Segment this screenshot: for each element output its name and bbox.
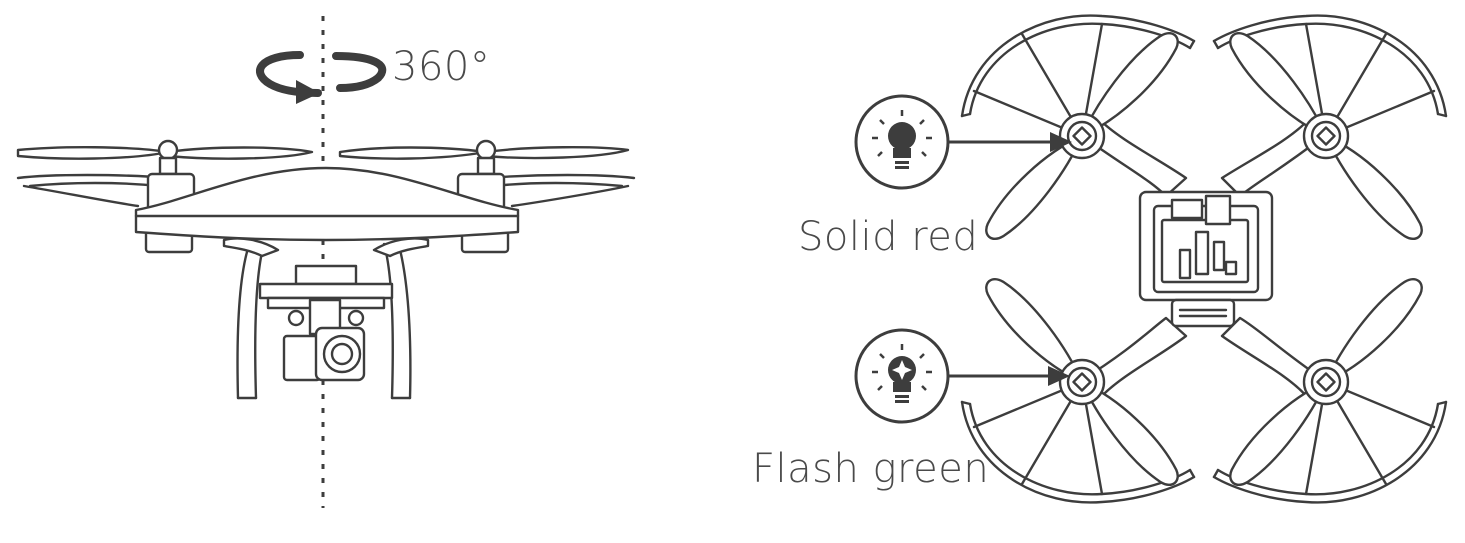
solid-light-icon xyxy=(854,94,950,190)
solid-red-label: Solid red xyxy=(798,214,979,260)
rotation-label: 360° xyxy=(392,44,491,90)
flash-light-icon xyxy=(854,328,950,424)
drone-top-view xyxy=(960,14,1448,504)
flash-green-label: Flash green xyxy=(752,446,990,492)
solid-red-arrow xyxy=(946,132,1072,152)
flash-green-arrow xyxy=(946,366,1070,386)
drone-front-view xyxy=(16,139,636,400)
rotation-arrow-icon xyxy=(256,51,387,104)
